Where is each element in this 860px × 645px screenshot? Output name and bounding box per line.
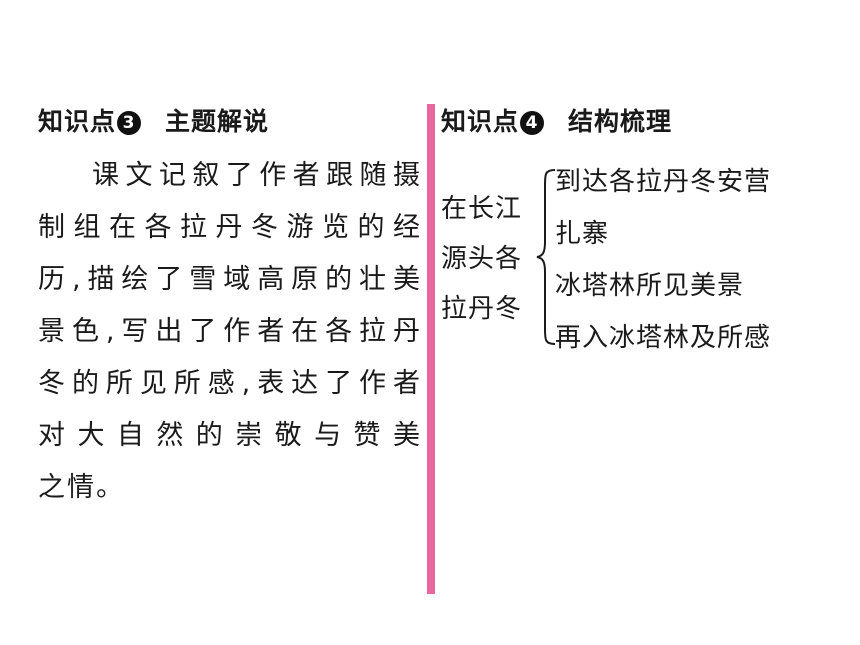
- paragraph-line: 制组在各拉丹冬游览的经: [38, 212, 422, 243]
- branch-item: 扎寨: [555, 219, 610, 249]
- paragraph-line: 冬的所见所感,表达了作者: [38, 368, 422, 399]
- root-line: 源头各: [441, 244, 523, 274]
- column-divider: [427, 104, 435, 594]
- structure-branches: 到达各拉丹冬安营 扎寨 冰塔林所见美景 再入冰塔林及所感: [555, 156, 771, 364]
- number-badge-4: 4: [520, 111, 545, 135]
- structure-root: 在长江 源头各 拉丹冬: [441, 184, 522, 334]
- title-prefix: 知识点: [38, 107, 117, 136]
- root-line: 在长江: [441, 194, 523, 224]
- branch-item: 再入冰塔林及所感: [555, 323, 772, 353]
- curly-brace-icon: [536, 169, 556, 345]
- paragraph-line: 课文记叙了作者跟随摄: [92, 160, 422, 191]
- paragraph-line: 对大自然的崇敬与赞美: [38, 420, 422, 451]
- root-line: 拉丹冬: [441, 294, 523, 324]
- paragraph-line: 之情。: [38, 472, 125, 503]
- number-badge-3: 3: [117, 111, 142, 135]
- theme-paragraph: 课文记叙了作者跟随摄 制组在各拉丹冬游览的经 历,描绘了雪域高原的壮美 景色,写…: [38, 150, 422, 514]
- branch-item: 到达各拉丹冬安营: [555, 167, 772, 197]
- title-prefix: 知识点: [441, 107, 520, 136]
- title-text: 结构梳理: [568, 107, 673, 136]
- branch-item: 冰塔林所见美景: [555, 271, 745, 301]
- title-text: 主题解说: [165, 107, 270, 136]
- paragraph-line: 景色,写出了作者在各拉丹: [38, 316, 422, 347]
- paragraph-line: 历,描绘了雪域高原的壮美: [38, 264, 422, 295]
